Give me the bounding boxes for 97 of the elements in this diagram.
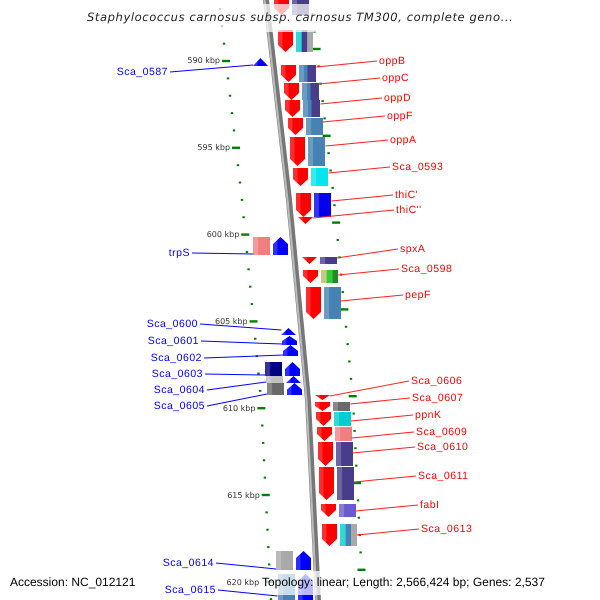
leader-line [206,382,267,390]
gene-label: Sca_0587 [116,66,168,78]
gene-label: Sca_0593 [392,161,444,173]
gene-feature [314,395,330,400]
gene-feature [288,118,323,135]
gene-label: Sca_0614 [162,557,214,569]
gene-feature [285,100,320,117]
gene-label: ppnK [415,409,442,421]
gene-feature [284,83,319,100]
position-label: 600 kbp [206,230,240,240]
leader-line [351,432,414,438]
leader-line [312,210,394,218]
gene-label: Sca_0604 [154,384,205,396]
gene-feature [278,30,313,52]
gene-feature [253,58,268,66]
leader-line [356,528,420,536]
leader-line [192,252,254,254]
gene-label: Sca_0615 [164,584,216,596]
gene-label: spxA [400,243,426,255]
gene-label: pepF [405,289,431,301]
leader-line [336,248,398,258]
leader-line [350,414,414,422]
leader-line [324,140,388,146]
gene-label: trpS [168,247,190,259]
gene-feature [302,257,337,264]
gene-label: oppB [379,55,406,67]
gene-feature [266,383,302,395]
gene-feature [253,237,288,255]
gene-label: Sca_0613 [421,523,472,535]
leader-line [218,590,278,596]
gene-feature [293,168,328,186]
gene-feature [283,345,298,356]
leader-line [355,504,418,512]
leader-line [204,374,266,376]
gene-label: Sca_0606 [411,375,462,387]
gene-label: fabI [420,499,440,511]
gene-label: Sca_0600 [146,318,198,330]
gene-feature [276,551,312,570]
gene-label: Sca_0611 [418,470,469,482]
gene-feature [266,376,302,383]
leader-line [206,394,268,406]
title: Staphylococcus carnosus subsp. carnosus TM300, complete geno... [87,10,514,25]
gene-label: Sca_0607 [412,392,464,404]
genome-summary: Topology: linear; Length: 2,566,424 bp; Genes: 2,537 [262,575,545,589]
gene-feature [282,336,298,345]
leader-line [200,340,283,344]
position-label: 605 kbp [214,317,248,327]
gene-feature [296,193,332,217]
leader-line [352,446,416,454]
gene-feature [281,328,296,335]
gene-feature [320,504,356,517]
gene-feature [315,402,350,411]
gene-label: thiC'' [396,204,422,216]
gene-label: oppA [390,134,417,146]
gene-label: oppF [387,110,413,122]
gene-feature [316,412,351,426]
leader-line [340,294,404,302]
leader-line [354,476,416,482]
leader-line [216,562,277,570]
leader-line [328,166,390,174]
gene-label: Sca_0603 [152,368,203,380]
gene-feature [306,287,341,319]
leader-line [170,64,254,72]
gene-feature [322,524,357,546]
gene-label: thiC' [395,189,418,201]
leader-line [200,324,282,330]
gene-label: oppD [384,92,412,104]
position-label: 610 kbp [222,404,256,414]
leader-line [316,60,378,68]
leader-line [322,116,386,122]
leader-line [329,380,410,396]
gene-feature [318,442,353,466]
gene-feature [281,65,316,82]
accession-label: Accession: NC_012121 [10,575,136,589]
gene-feature [316,427,352,441]
gene-label: Sca_0602 [150,352,202,364]
leader-line [338,268,400,276]
gene-feature [290,137,326,166]
position-label: 620 kbp [226,578,260,588]
position-label: 595 kbp [197,143,230,153]
leader-line [320,98,382,104]
gene-feature [298,217,313,224]
gene-feature [319,467,354,500]
gene-label: Sca_0605 [154,400,205,412]
leader-line [204,354,284,358]
gene-label: Sca_0601 [148,335,199,347]
gene-feature [303,270,338,283]
leader-line [350,398,410,404]
position-label: 590 kbp [187,56,220,66]
gene-label: Sca_0610 [417,441,468,453]
leader-line [330,194,394,202]
gene-label: Sca_0598 [401,263,452,275]
gene-label: Sca_0609 [416,426,468,438]
gene-label: oppC [382,72,410,84]
leader-line [318,78,380,84]
position-label: 615 kbp [227,491,260,501]
gene-feature [265,362,300,376]
